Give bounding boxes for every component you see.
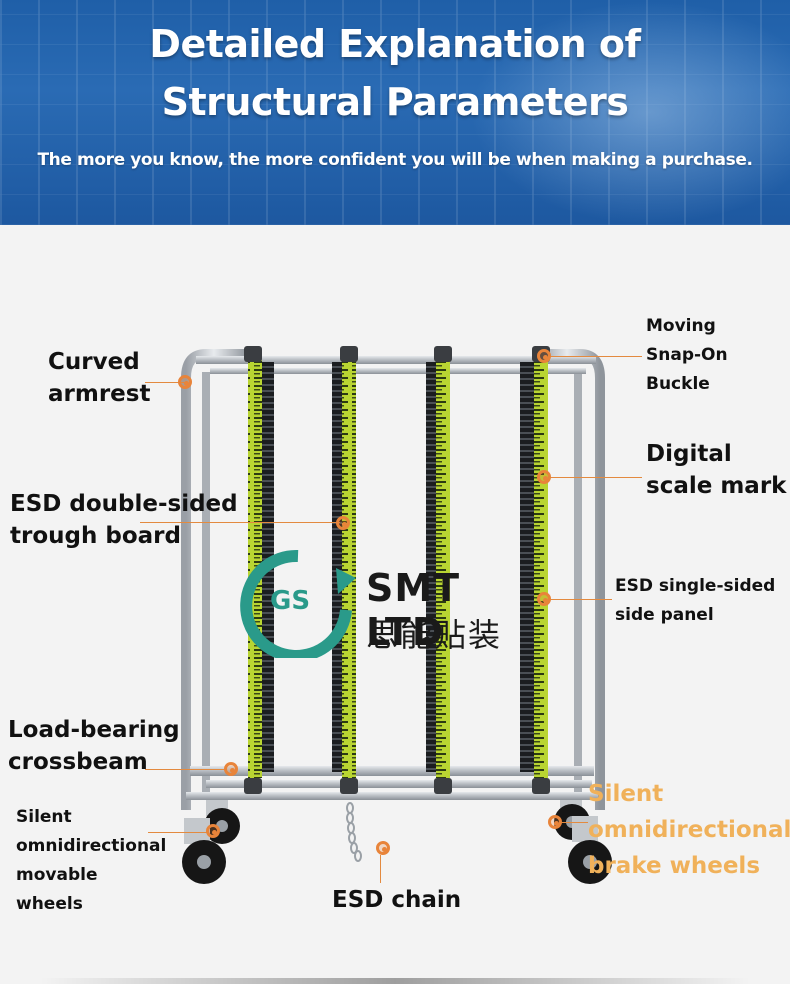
- label-line: Silent: [16, 807, 72, 827]
- label-line: wheels: [16, 894, 83, 914]
- wheel-right-front: [568, 816, 612, 884]
- esd-chain: [346, 802, 362, 862]
- label-line: Silent: [588, 781, 664, 807]
- callout-line-double-sided: [140, 522, 340, 523]
- side-panel-right: [520, 346, 550, 794]
- label-line: ESD single-sided: [615, 576, 776, 596]
- banner-background-pattern: [0, 0, 790, 225]
- label-line: Snap-On: [646, 345, 728, 365]
- label-line: trough board: [10, 523, 181, 550]
- label-line: Buckle: [646, 374, 710, 394]
- label-line: omnidirectional: [16, 836, 167, 856]
- watermark-logo: GS SMT LTD 思能贴装: [238, 548, 538, 658]
- label-line: Load-bearing: [8, 717, 180, 743]
- label-silent-movable-wheels: Silent omnidirectional movable wheels: [16, 803, 166, 919]
- label-line: crossbeam: [8, 749, 148, 776]
- label-line: ESD double-sided: [10, 491, 238, 517]
- label-line: armrest: [48, 381, 151, 408]
- callout-line-movable-wheels: [148, 832, 208, 833]
- page-title-line1: Detailed Explanation of: [149, 22, 641, 66]
- right-frame: [540, 349, 605, 810]
- callout-line-brake-wheels: [560, 822, 588, 823]
- page-title-line2: Structural Parameters: [161, 80, 629, 124]
- callout-dot-snap-buckle: [537, 349, 551, 363]
- watermark-chinese-name: 思能贴装: [366, 616, 503, 654]
- label-moving-snap-buckle: Moving Snap-On Buckle: [646, 312, 728, 399]
- label-line: Moving: [646, 316, 716, 336]
- trough-board-2: [332, 346, 358, 794]
- banner-glow: [470, 0, 790, 225]
- label-digital-scale-mark: Digital scale mark: [646, 438, 786, 502]
- callout-dot-double-sided: [336, 516, 350, 530]
- callout-dot-brake-wheels: [548, 815, 562, 829]
- label-esd-single-sided: ESD single-sided side panel: [615, 572, 775, 630]
- wheel-left-front: [182, 818, 226, 884]
- label-line: brake wheels: [588, 853, 761, 879]
- callout-line-scale-mark: [550, 477, 642, 478]
- label-curved-armrest: Curved armrest: [48, 346, 150, 410]
- callout-dot-movable-wheels: [206, 824, 220, 838]
- callout-dot-scale-mark: [537, 470, 551, 484]
- callout-line-side-panel: [550, 599, 612, 600]
- callout-line-armrest: [145, 382, 185, 383]
- bottom-divider: [40, 978, 750, 984]
- label-line: movable: [16, 865, 98, 885]
- header-banner: Detailed Explanation of Structural Param…: [0, 0, 790, 225]
- callout-line-crossbeam: [145, 769, 227, 770]
- watermark-company-name: SMT LTD: [366, 566, 461, 654]
- callout-line-chain: [380, 855, 381, 883]
- gs-logo-icon: [240, 549, 356, 658]
- label-line: side panel: [615, 605, 714, 625]
- label-line: omnidirectional: [588, 817, 790, 843]
- label-load-bearing-crossbeam: Load-bearing crossbeam: [8, 714, 180, 778]
- callout-dot-crossbeam: [224, 762, 238, 776]
- callout-dot-armrest: [178, 375, 192, 389]
- label-silent-brake-wheels: Silent omnidirectional brake wheels: [588, 776, 790, 884]
- load-bearing-crossbeam: [190, 766, 594, 776]
- label-line: Curved: [48, 349, 140, 375]
- top-rail: [196, 356, 596, 364]
- label-esd-chain: ESD chain: [332, 887, 462, 913]
- trough-board-3: [426, 346, 452, 794]
- label-line: Digital: [646, 441, 732, 467]
- watermark-logo-letters: GS: [270, 586, 311, 616]
- page-subtitle: The more you know, the more confident yo…: [37, 150, 753, 170]
- callout-dot-side-panel: [537, 592, 551, 606]
- label-line: scale mark: [646, 473, 787, 500]
- label-esd-double-sided: ESD double-sided trough board: [10, 488, 238, 552]
- callout-dot-chain: [376, 841, 390, 855]
- callout-line-snap-buckle: [550, 356, 642, 357]
